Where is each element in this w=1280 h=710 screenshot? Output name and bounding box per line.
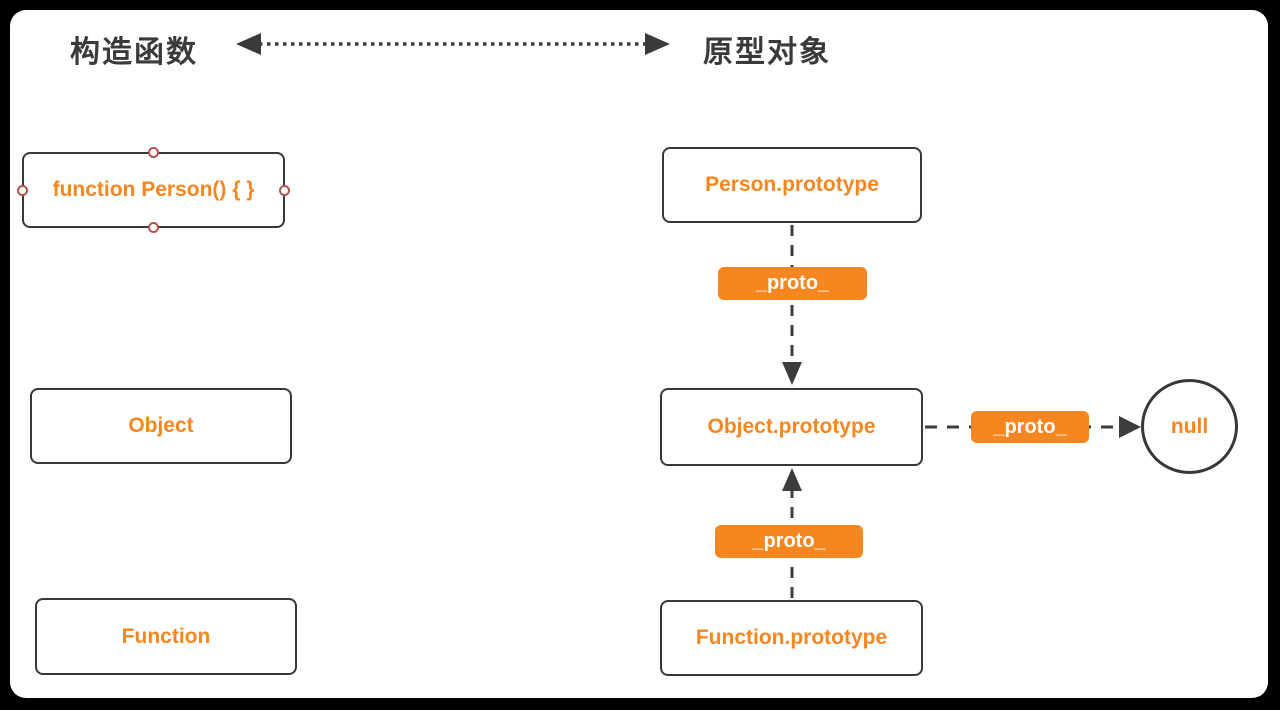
node-object-prototype[interactable]: Object.prototype [660, 388, 923, 466]
node-label: Function.prototype [695, 626, 888, 649]
node-function-constructor[interactable]: Function [35, 598, 297, 675]
header-double-arrow [236, 33, 670, 55]
node-function-prototype[interactable]: Function.prototype [660, 600, 923, 676]
node-label: function Person() { } [52, 178, 255, 201]
arrowhead-up-icon [782, 468, 802, 491]
node-label: Person.prototype [705, 173, 879, 196]
edge-label-proto-function[interactable]: _proto_ [715, 525, 863, 558]
node-label: null [1170, 414, 1209, 438]
node-person-prototype[interactable]: Person.prototype [662, 147, 922, 223]
arrowhead-down-icon [782, 362, 802, 385]
column-header-constructor: 构造函数 [70, 36, 198, 69]
node-label: Object [128, 414, 194, 437]
node-object-constructor[interactable]: Object [30, 388, 292, 464]
node-person-constructor[interactable]: function Person() { } [17, 147, 290, 233]
proto-arrow-person-to-object [782, 225, 802, 385]
canvas-page [10, 10, 1268, 698]
arrowhead-left-icon [236, 33, 261, 55]
connection-handle-top[interactable] [148, 147, 159, 158]
connection-handle-right[interactable] [279, 184, 290, 196]
connection-handle-left[interactable] [17, 184, 28, 196]
node-label: Function [121, 624, 211, 648]
node-null[interactable]: null [1141, 379, 1238, 474]
edge-label-text: _proto_ [993, 415, 1067, 438]
edge-label-text: _proto_ [755, 272, 830, 294]
proto-arrow-function-to-object [782, 468, 802, 598]
connection-handle-bottom[interactable] [148, 222, 159, 233]
arrowhead-right-icon [645, 33, 670, 55]
arrowhead-right-icon [1119, 416, 1141, 438]
edge-label-proto-person[interactable]: _proto_ [718, 267, 867, 300]
edge-label-text: _proto_ [752, 530, 826, 552]
node-label: Object.prototype [707, 415, 876, 438]
edge-label-proto-null[interactable]: _proto_ [971, 411, 1089, 443]
column-header-prototype: 原型对象 [703, 36, 831, 69]
